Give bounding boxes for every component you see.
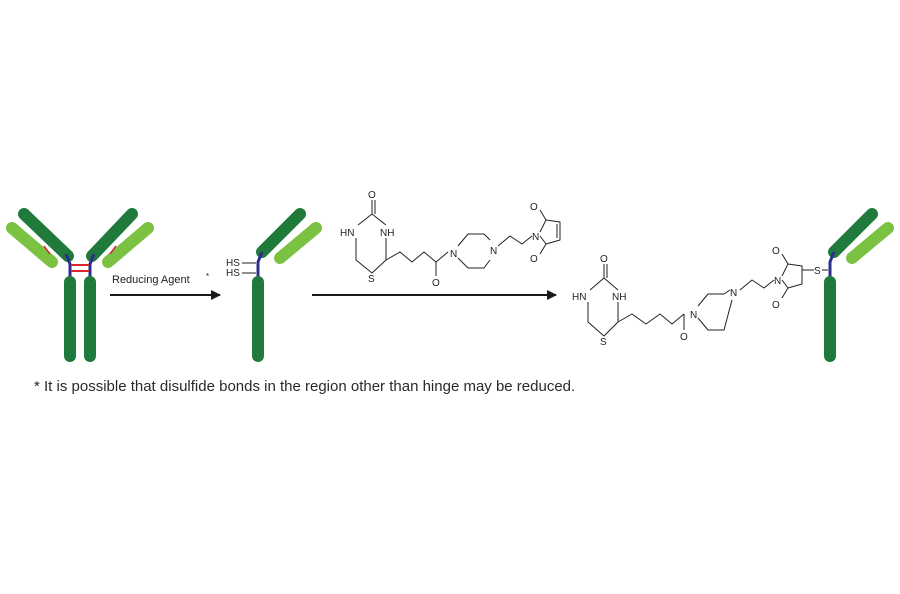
nitrogen-atom: N [730, 288, 737, 299]
nitrogen-atom: NH [612, 292, 626, 303]
oxygen-atom: O [772, 246, 780, 257]
oxygen-atom: O [530, 254, 538, 265]
nitrogen-atom: HN [572, 292, 586, 303]
intact-antibody [6, 208, 154, 362]
nitrogen-atom: N [490, 246, 497, 257]
oxygen-atom: O [530, 202, 538, 213]
oxygen-atom: O [432, 278, 440, 289]
nitrogen-atom: N [450, 249, 457, 260]
footnote: * It is possible that disulfide bonds in… [34, 378, 575, 395]
oxygen-atom: O [600, 254, 608, 265]
oxygen-atom: O [368, 190, 376, 201]
nitrogen-atom: HN [340, 228, 354, 239]
conjugate-linker: O HN NH S O N N N O O S [572, 246, 828, 348]
sulfur-atom: S [600, 337, 607, 348]
thiol-label: HS [226, 258, 240, 269]
sulfur-atom: S [368, 274, 375, 285]
oxygen-atom: O [772, 300, 780, 311]
reducing-agent-label: Reducing Agent [112, 274, 190, 286]
thiol-label: HS [226, 268, 240, 279]
sulfur-atom: S [814, 266, 821, 277]
nitrogen-atom: N [532, 232, 539, 243]
nitrogen-atom: N [774, 276, 781, 287]
nitrogen-atom: N [690, 310, 697, 321]
conjugated-half-antibody [824, 208, 894, 362]
footnote-marker: * [206, 272, 209, 281]
nitrogen-atom: NH [380, 228, 394, 239]
oxygen-atom: O [680, 332, 688, 343]
reduced-half-antibody: HS HS [226, 208, 322, 362]
reduction-step: Reducing Agent * [110, 272, 221, 300]
biotin-maleimide-reagent: O HN NH S O N N N O O [340, 190, 561, 289]
